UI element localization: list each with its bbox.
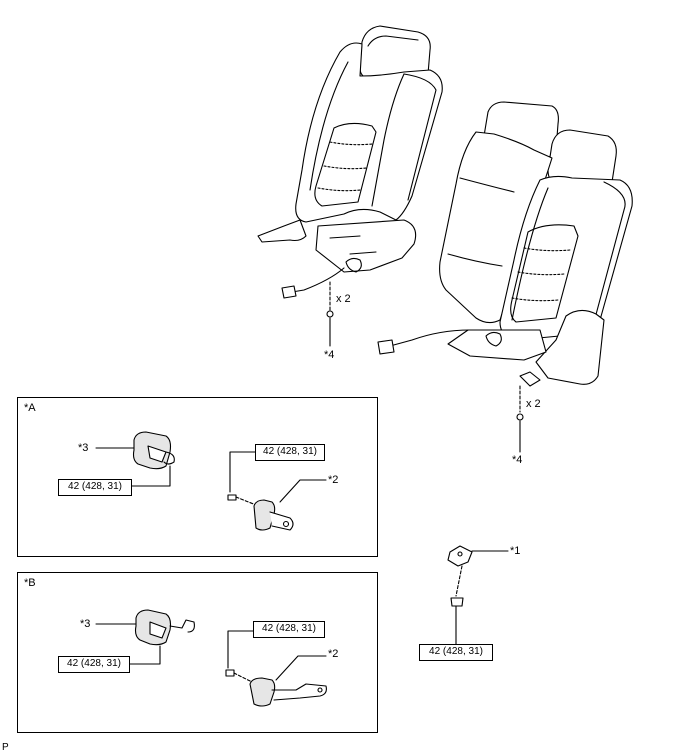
- seat-belt-buckle-a: [132, 431, 175, 470]
- qty-label: x 2: [336, 293, 351, 305]
- callout-2: *2: [328, 648, 339, 660]
- callout-1: *1: [510, 545, 521, 557]
- torque-spec-box: 42 (428, 31): [255, 444, 325, 461]
- torque-spec-box: 42 (428, 31): [253, 621, 325, 638]
- torque-spec-box: 42 (428, 31): [58, 656, 130, 673]
- seat-assembly-left: [257, 25, 443, 311]
- seat-belt-anchor-a: [227, 494, 294, 531]
- nut-icon: [326, 310, 334, 318]
- torque-spec-box: 42 (428, 31): [419, 644, 493, 661]
- qty-label: x 2: [526, 398, 541, 410]
- callout-2: *2: [328, 474, 339, 486]
- detail-panel-a: [17, 397, 378, 557]
- panel-b-label: *B: [24, 577, 36, 589]
- callout-4: *4: [512, 454, 523, 466]
- seat-belt-anchor-b: [225, 669, 327, 707]
- callout-4: *4: [324, 349, 335, 361]
- seat-assembly-right: [377, 101, 633, 413]
- panel-a-label: *A: [24, 402, 36, 414]
- figure-code: P: [2, 742, 9, 753]
- callout-3: *3: [78, 442, 89, 454]
- belt-anchor-plate: [447, 545, 473, 607]
- callout-3: *3: [80, 618, 91, 630]
- nut-icon: [516, 413, 524, 421]
- torque-spec-box: 42 (428, 31): [58, 479, 132, 496]
- detail-panel-b: [17, 572, 378, 733]
- seat-belt-buckle-b: [134, 609, 195, 646]
